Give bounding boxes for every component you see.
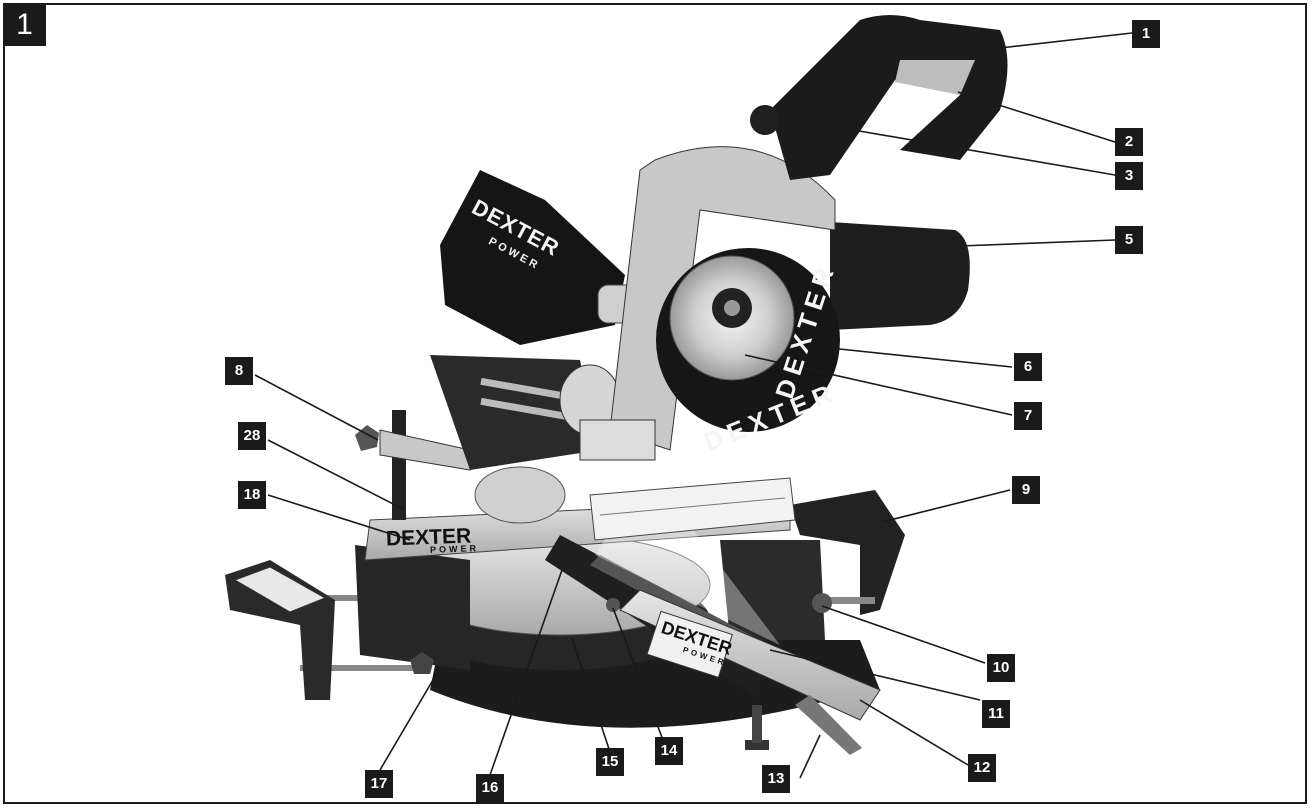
- left-support-tray: [233, 566, 327, 613]
- front-foot: [745, 740, 769, 750]
- bevel-knob-10: [812, 593, 832, 613]
- figure-number-badge: 1: [3, 3, 46, 46]
- dust-bag: [440, 170, 625, 345]
- lock-lever-13: [795, 695, 862, 755]
- table-lock-knob-17: [410, 652, 434, 674]
- blade-arbor-bolt: [724, 300, 740, 316]
- callout-3: 3: [1115, 162, 1143, 190]
- base-left-block: [355, 545, 470, 670]
- callout-12: 12: [968, 754, 996, 782]
- callout-28: 28: [238, 422, 266, 450]
- handle: [770, 15, 1008, 180]
- base-right-block: [720, 540, 825, 640]
- bevel-scale: [589, 477, 796, 541]
- slide-housing: [430, 355, 600, 470]
- callout-9: 9: [1012, 476, 1040, 504]
- callout-14: 14: [655, 737, 683, 765]
- callout-2: 2: [1115, 128, 1143, 156]
- left-extension-rod-bottom: [300, 665, 420, 671]
- callout-10: 10: [987, 654, 1015, 682]
- callout-11: 11: [982, 700, 1010, 728]
- callout-18: 18: [238, 481, 266, 509]
- callout-6: 6: [1014, 353, 1042, 381]
- knob-14: [606, 598, 620, 612]
- callout-5: 5: [1115, 226, 1143, 254]
- callout-17: 17: [365, 770, 393, 798]
- callout-13: 13: [762, 765, 790, 793]
- hold-down-post: [392, 410, 406, 520]
- left-extension-rod-top: [300, 595, 400, 601]
- motor-housing: [830, 222, 970, 330]
- laser-module: [579, 419, 656, 461]
- handle-grip-insert: [895, 60, 975, 95]
- callout-16: 16: [476, 774, 504, 802]
- fence-logo-sub: POWER: [429, 543, 480, 555]
- rail-label: [646, 610, 733, 678]
- callout-15: 15: [596, 748, 624, 776]
- callout-1: 1: [1132, 20, 1160, 48]
- callout-8: 8: [225, 357, 253, 385]
- leader-lines: [254, 32, 1133, 779]
- clamp-rod: [830, 597, 875, 604]
- right-material-clamp: [790, 490, 905, 615]
- front-foot-post: [752, 705, 762, 743]
- bevel-dome: [474, 466, 566, 524]
- trigger-housing: [750, 105, 780, 135]
- callout-7: 7: [1014, 402, 1042, 430]
